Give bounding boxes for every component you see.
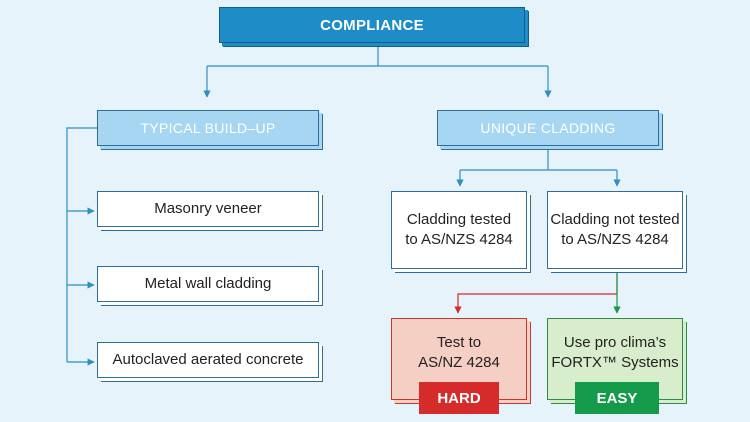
fortx-outcome-line-2: FORTX™ Systems: [551, 354, 679, 371]
fortx-outcome-line-1: Use pro clima’s: [563, 334, 667, 351]
cladding-not-tested-line-1: Cladding not tested: [550, 211, 680, 228]
easy-badge: EASY: [575, 382, 659, 414]
masonry-veneer-label: Masonry veneer: [154, 200, 262, 217]
connector-unique-split: [460, 150, 617, 171]
unique-cladding-box: UNIQUE CLADDING: [437, 110, 659, 146]
typical-build-up-label: TYPICAL BUILD–UP: [140, 120, 276, 136]
cladding-tested-line-2: to AS/NZS 4284: [405, 231, 513, 248]
aac-box: Autoclaved aerated concrete: [97, 342, 319, 378]
metal-wall-cladding-label: Metal wall cladding: [144, 275, 272, 292]
unique-cladding-label: UNIQUE CLADDING: [480, 120, 616, 136]
hard-badge-label: HARD: [437, 389, 481, 407]
masonry-veneer-box: Masonry veneer: [97, 191, 319, 227]
aac-label: Autoclaved aerated concrete: [112, 351, 304, 368]
test-outcome-line-1: Test to: [436, 334, 482, 351]
easy-badge-label: EASY: [596, 389, 638, 407]
cladding-tested-line-1: Cladding tested: [406, 211, 512, 228]
cladding-not-tested-line-2: to AS/NZS 4284: [561, 231, 669, 248]
metal-wall-cladding-box: Metal wall cladding: [97, 266, 319, 302]
test-outcome-line-2: AS/NZ 4284: [418, 354, 500, 371]
typical-build-up-box: TYPICAL BUILD–UP: [97, 110, 319, 146]
compliance-box: COMPLIANCE: [219, 7, 525, 43]
connector-typical-bus: [66, 127, 97, 362]
connector-to-hard: [454, 273, 618, 314]
compliance-label: COMPLIANCE: [320, 16, 424, 34]
hard-badge: HARD: [419, 382, 499, 414]
test-outcome-box: Test to AS/NZ 4284: [391, 318, 527, 400]
cladding-not-tested-box: Cladding not tested to AS/NZS 4284: [547, 191, 683, 269]
connector-root-split: [207, 44, 548, 67]
cladding-tested-box: Cladding tested to AS/NZS 4284: [391, 191, 527, 269]
